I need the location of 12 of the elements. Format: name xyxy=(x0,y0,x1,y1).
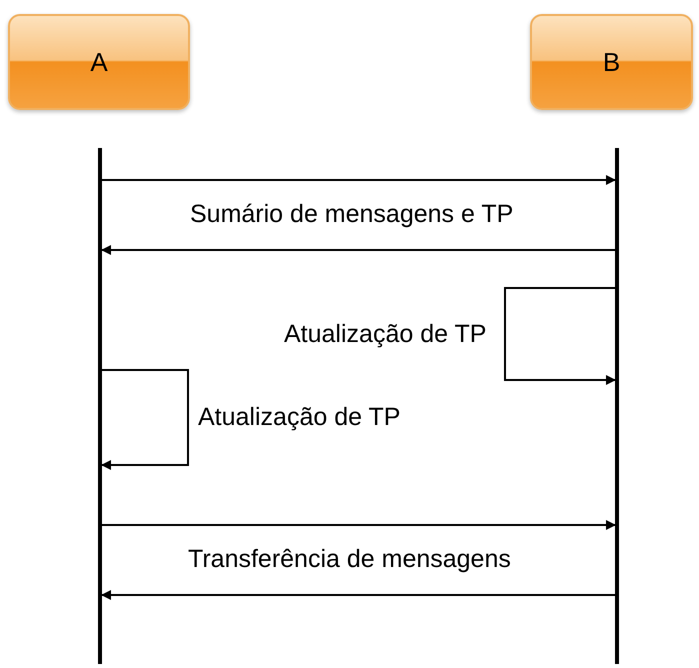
arrow xyxy=(102,520,616,530)
lifeline xyxy=(98,148,102,664)
participant-box xyxy=(530,14,693,110)
arrow xyxy=(101,590,615,600)
lifeline xyxy=(615,148,619,664)
participant-name: B xyxy=(602,46,620,78)
participant-box xyxy=(8,14,190,110)
arrow xyxy=(101,369,189,470)
arrow xyxy=(101,245,615,255)
arrow xyxy=(102,175,616,185)
arrow xyxy=(504,287,616,385)
participant-name: A xyxy=(90,46,108,78)
